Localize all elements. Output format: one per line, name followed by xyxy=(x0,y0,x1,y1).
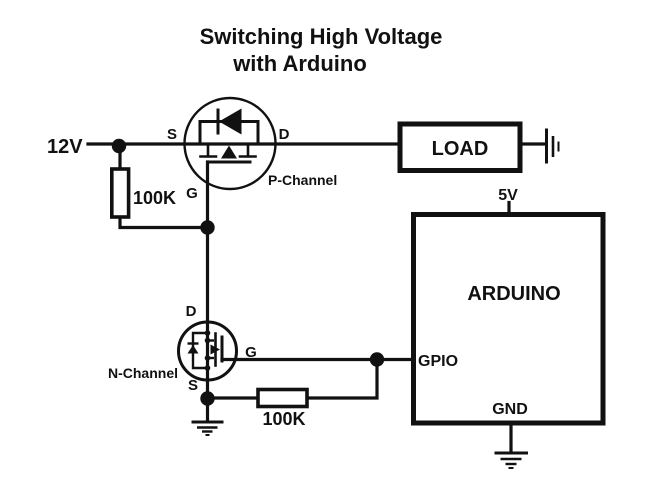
ground-symbol-arduino xyxy=(494,451,528,469)
n-mosfet-drain-label: D xyxy=(186,303,197,320)
pullup-resistor-value: 100K xyxy=(133,188,176,208)
arduino-name-label: ARDUINO xyxy=(467,283,560,305)
n-mosfet-node-dot xyxy=(204,337,211,344)
n-mosfet-diode-arrow xyxy=(187,345,199,354)
p-mosfet-diode-arrow xyxy=(219,108,242,135)
p-mosfet-substrate-arrow xyxy=(221,145,237,159)
p-mosfet-type-label: P-Channel xyxy=(268,172,337,188)
wire-gpio-to-pulldown xyxy=(305,357,379,400)
junction-dot-gate-node xyxy=(200,220,215,235)
n-mosfet-node-dot xyxy=(204,355,211,361)
pulldown-resistor xyxy=(256,387,309,409)
pulldown-resistor-value: 100K xyxy=(262,409,305,429)
n-mosfet-source-label: S xyxy=(188,377,198,394)
arduino-box xyxy=(411,212,606,426)
n-mosfet-body-circle xyxy=(177,320,238,382)
p-mosfet-source-label: S xyxy=(167,126,177,143)
p-mosfet-body-circle xyxy=(183,96,277,191)
junction-dot-source-node xyxy=(200,391,215,406)
supply-voltage-label: 12V xyxy=(47,136,83,158)
junction-dot-12v xyxy=(111,138,127,154)
p-mosfet-gate-label: G xyxy=(186,185,198,202)
load-box xyxy=(397,121,523,173)
n-mosfet-gate-label: G xyxy=(245,344,257,361)
arduino-5v-pin-label: 5V xyxy=(498,187,518,204)
arduino-gpio-pin-label: GPIO xyxy=(418,353,458,370)
n-mosfet-node-dot xyxy=(204,365,211,371)
load-label: LOAD xyxy=(432,138,489,160)
ground-symbol-load xyxy=(545,128,560,164)
p-mosfet-drain-label: D xyxy=(279,126,290,143)
diagram-title-line1: Switching High Voltage xyxy=(200,24,443,49)
n-mosfet-type-label: N-Channel xyxy=(108,365,178,381)
arduino-gnd-pin-label: GND xyxy=(492,401,528,418)
n-mosfet-substrate-arrow xyxy=(210,344,220,355)
pullup-resistor xyxy=(110,167,131,219)
p-mosfet-symbol xyxy=(183,96,277,191)
wire-pullup-bottom xyxy=(118,215,210,230)
junction-dot-gpio-node xyxy=(369,352,385,367)
diagram-title-line2: with Arduino xyxy=(232,51,367,76)
n-mosfet-symbol xyxy=(177,320,238,382)
ground-symbol-source xyxy=(191,420,224,436)
n-mosfet-node-dot xyxy=(204,330,211,336)
